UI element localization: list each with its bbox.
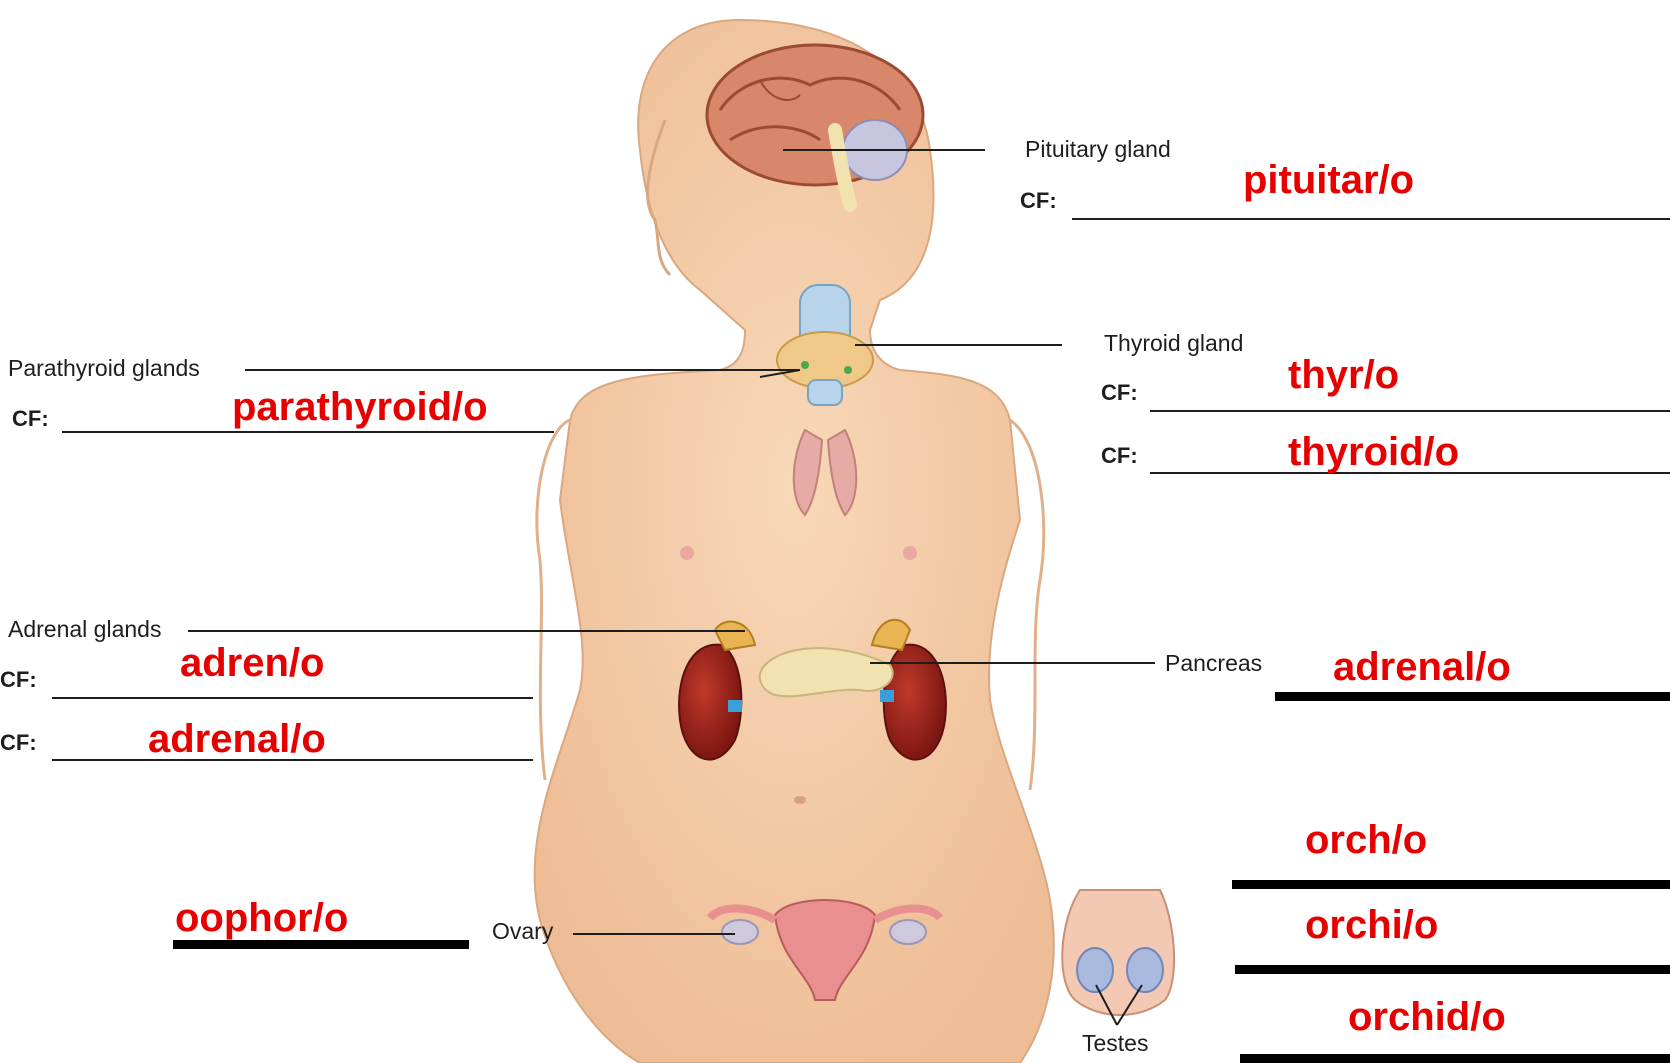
answer-adrenal-2: adrenal/o <box>148 719 326 759</box>
answer-adrenal-1: adren/o <box>180 643 324 683</box>
cf-label-parathyroid: CF: <box>12 408 49 430</box>
testes-illustration <box>1062 890 1174 1015</box>
cf-label-thyroid-1: CF: <box>1101 382 1138 404</box>
answer-thyroid-1: thyr/o <box>1288 355 1399 395</box>
answer-testes-3: orchid/o <box>1348 997 1506 1037</box>
answer-pancreas: adrenal/o <box>1333 647 1511 687</box>
label-thyroid-gland: Thyroid gland <box>1104 332 1243 355</box>
answer-line-pituitary <box>1072 218 1670 220</box>
cf-label-thyroid-2: CF: <box>1101 445 1138 467</box>
answer-parathyroid: parathyroid/o <box>232 387 488 427</box>
cf-label-pituitary: CF: <box>1020 190 1057 212</box>
label-testes: Testes <box>1082 1032 1148 1055</box>
label-adrenal-glands: Adrenal glands <box>8 618 161 641</box>
answer-testes-1: orch/o <box>1305 820 1427 860</box>
answer-line-ovary <box>173 940 469 949</box>
answer-ovary: oophor/o <box>175 898 348 938</box>
label-parathyroid-glands: Parathyroid glands <box>8 357 200 380</box>
answer-line-pancreas <box>1275 692 1670 701</box>
label-pancreas: Pancreas <box>1165 652 1262 675</box>
answer-line-parathyroid <box>62 431 554 433</box>
answer-line-testes-1 <box>1232 880 1670 889</box>
label-ovary: Ovary <box>492 920 553 943</box>
cf-label-adrenal-2: CF: <box>0 732 37 754</box>
answer-pituitary: pituitar/o <box>1243 160 1414 200</box>
answer-line-testes-2 <box>1235 965 1670 974</box>
answer-line-thyroid-1 <box>1150 410 1670 412</box>
answer-line-testes-3 <box>1240 1054 1670 1063</box>
answer-line-adrenal-1 <box>52 697 533 699</box>
cf-label-adrenal-1: CF: <box>0 669 37 691</box>
answer-thyroid-2: thyroid/o <box>1288 432 1459 472</box>
answer-testes-2: orchi/o <box>1305 905 1438 945</box>
label-pituitary-gland: Pituitary gland <box>1025 138 1171 161</box>
